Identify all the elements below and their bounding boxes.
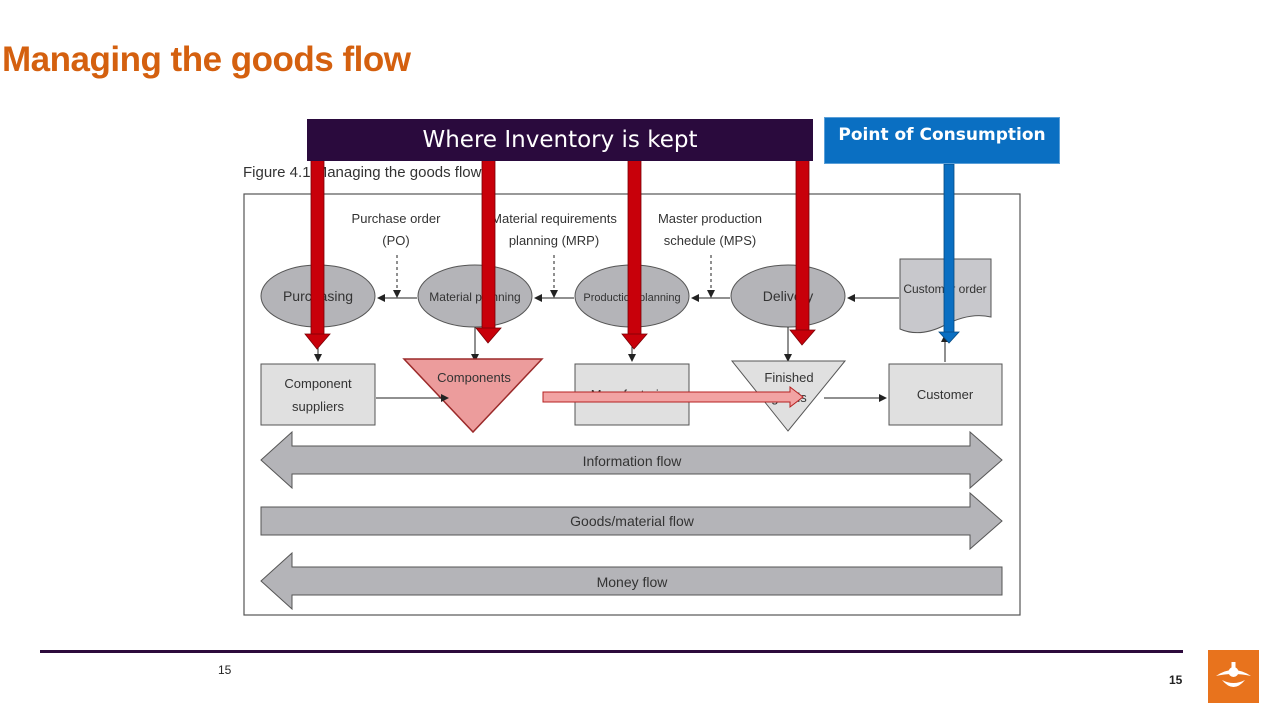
svg-text:Purchase order: Purchase order: [352, 211, 442, 226]
input-label-po: Purchase order (PO): [352, 211, 442, 248]
page-number-right: 15: [1169, 673, 1183, 687]
page-number-left: 15: [218, 663, 232, 677]
goods-flow-label: Goods/material flow: [570, 513, 695, 529]
svg-text:schedule (MPS): schedule (MPS): [664, 233, 756, 248]
information-flow-arrow: [260, 430, 1003, 490]
consumption-arrow: [938, 163, 960, 344]
svg-text:planning (MRP): planning (MRP): [509, 233, 599, 248]
node-material-planning-label: Material planning: [429, 290, 520, 304]
svg-text:Material requirements: Material requirements: [491, 211, 617, 226]
node-components: [402, 358, 544, 434]
inventory-callout: Where Inventory is kept: [307, 119, 813, 161]
inventory-arrow-components: [475, 159, 502, 344]
input-label-mps: Master production schedule (MPS): [658, 211, 762, 248]
input-label-mrp: Material requirements planning (MRP): [491, 211, 617, 248]
goods-flow-arrow: [260, 491, 1003, 551]
node-components-label: Components: [437, 370, 511, 385]
finished-goods-line1: Finished: [764, 370, 813, 385]
money-flow-label: Money flow: [597, 574, 669, 590]
information-flow-label: Information flow: [583, 453, 683, 469]
consumption-callout: Point of Consumption: [824, 117, 1060, 164]
node-customer: [888, 363, 1003, 426]
svg-text:Master production: Master production: [658, 211, 762, 226]
component-suppliers-line1: Component: [284, 376, 352, 391]
svg-text:(PO): (PO): [382, 233, 409, 248]
footer-divider: [40, 650, 1183, 653]
slide-title: Managing the goods flow: [2, 40, 411, 79]
node-customer-label: Customer: [917, 387, 974, 402]
money-flow-arrow: [260, 551, 1003, 611]
highlight-arrow-components-to-finished: [542, 385, 804, 409]
logo-icon: [1208, 650, 1259, 703]
inventory-arrow-purchasing: [304, 159, 331, 350]
component-suppliers-line2: suppliers: [292, 399, 345, 414]
figure-caption: Figure 4.1 Managing the goods flow: [243, 164, 482, 181]
node-component-suppliers: [260, 363, 376, 426]
inventory-arrow-finished-goods: [789, 159, 816, 346]
